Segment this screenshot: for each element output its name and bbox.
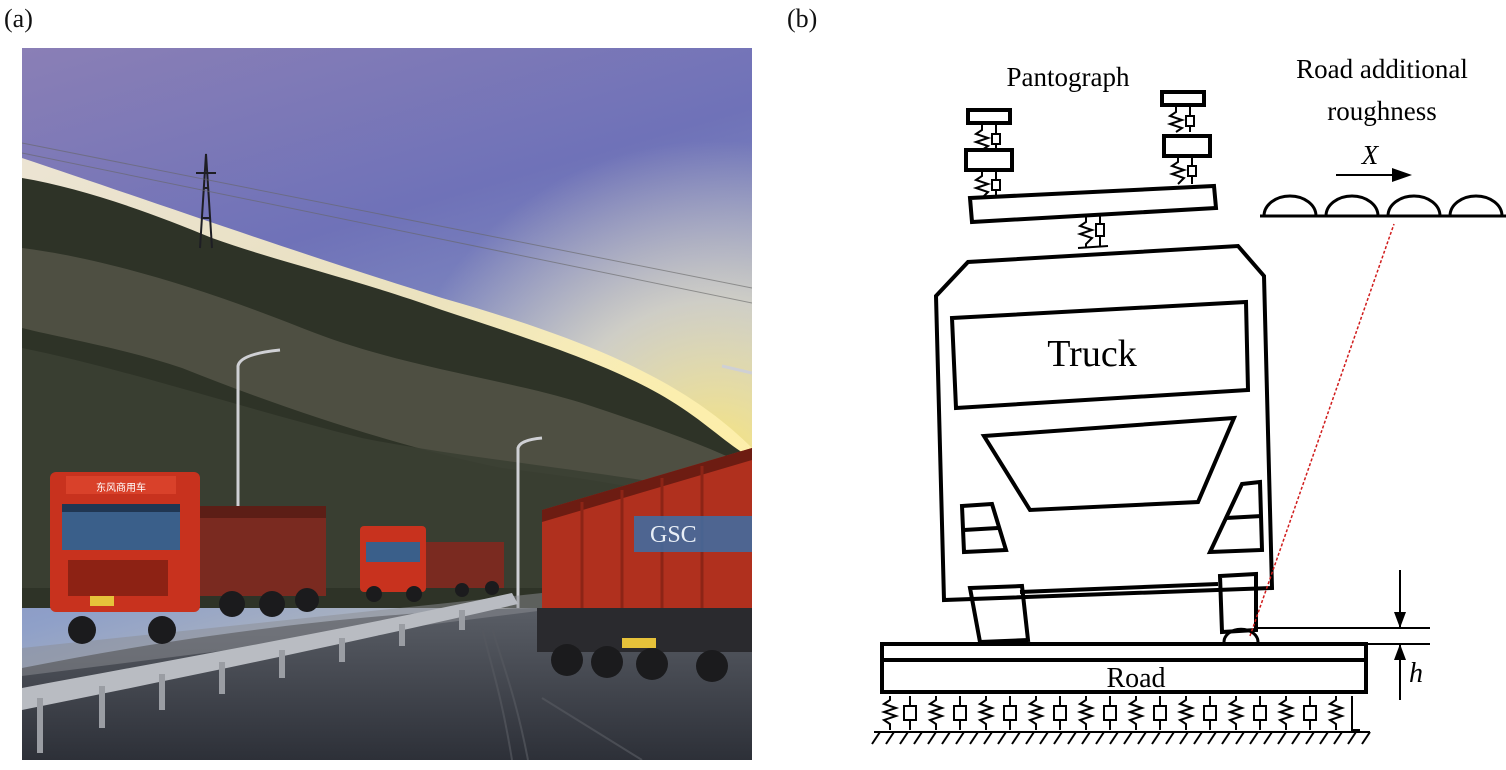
truck-road-photo: 东风商用车 GSC <box>22 48 752 760</box>
truck-cab-brand-text: 东风商用车 <box>96 481 146 494</box>
height-label: h <box>1409 658 1423 689</box>
truck-left-illustration: 东风商用车 <box>50 472 326 644</box>
truck-label: Truck <box>1047 333 1136 375</box>
truck-middle-illustration <box>360 526 504 602</box>
trailer-text: GSC <box>650 522 697 548</box>
roughness-label-line2: roughness <box>1327 96 1437 126</box>
roughness-bumps <box>1260 194 1506 218</box>
direction-label: X <box>1361 140 1380 170</box>
pantograph-label: Pantograph <box>1007 62 1130 92</box>
panel-label-a: (a) <box>4 4 33 33</box>
height-dimension <box>1258 570 1430 700</box>
panel-label-b: (b) <box>787 4 818 33</box>
truck-right-illustration: GSC <box>537 448 752 682</box>
foundation-springs <box>880 696 1360 731</box>
road-label: Road <box>1106 663 1165 694</box>
truck-body <box>933 243 1275 645</box>
truck-road-diagram: Pantograph Road additional roughness X T… <box>860 40 1506 765</box>
ground-hatch <box>871 731 1371 745</box>
direction-arrow <box>1336 168 1412 182</box>
pantograph-assembly <box>964 90 1219 249</box>
road-slab <box>880 642 1368 694</box>
roughness-label-line1: Road additional <box>1296 54 1468 84</box>
guide-line <box>1249 223 1395 637</box>
